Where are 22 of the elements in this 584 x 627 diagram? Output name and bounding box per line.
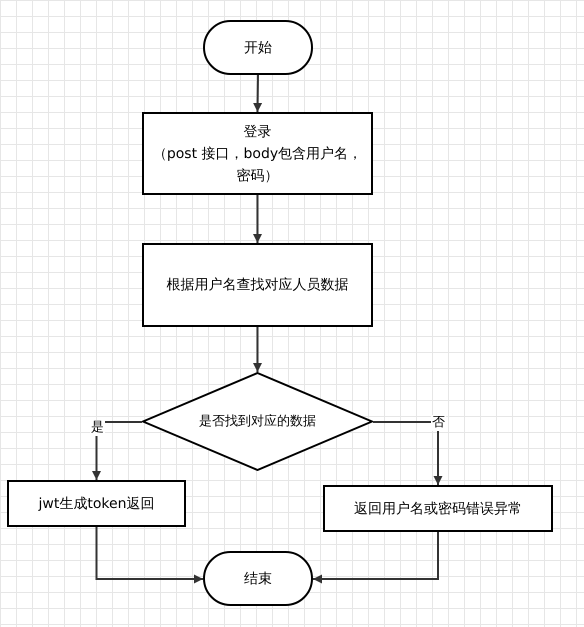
arrow <box>253 327 262 372</box>
arrow <box>96 527 203 584</box>
edge-label: 否 <box>431 415 446 431</box>
arrow <box>313 532 439 584</box>
process-box <box>142 243 373 327</box>
node-text: 根据用户名查找对应人员数据 <box>166 276 350 295</box>
node-text: 开始 <box>243 38 273 58</box>
arrow <box>253 74 262 112</box>
process-box <box>323 485 553 532</box>
node-text: 是否找到对应的数据 <box>198 412 317 430</box>
node-text: 结束 <box>243 570 273 588</box>
node-text: 登录 <box>242 122 272 142</box>
process-box <box>7 480 186 527</box>
decision-diamond <box>142 372 373 471</box>
arrow <box>253 195 262 243</box>
arrow <box>373 421 442 485</box>
node-text: （post 接口，body包含用户名，密码） <box>152 144 364 186</box>
edge-label: 是 <box>90 420 105 436</box>
node-text: 返回用户名或密码错误异常 <box>353 500 523 518</box>
arrow <box>92 421 142 480</box>
node-text: jwt生成token返回 <box>37 494 156 514</box>
process-box <box>142 112 373 195</box>
